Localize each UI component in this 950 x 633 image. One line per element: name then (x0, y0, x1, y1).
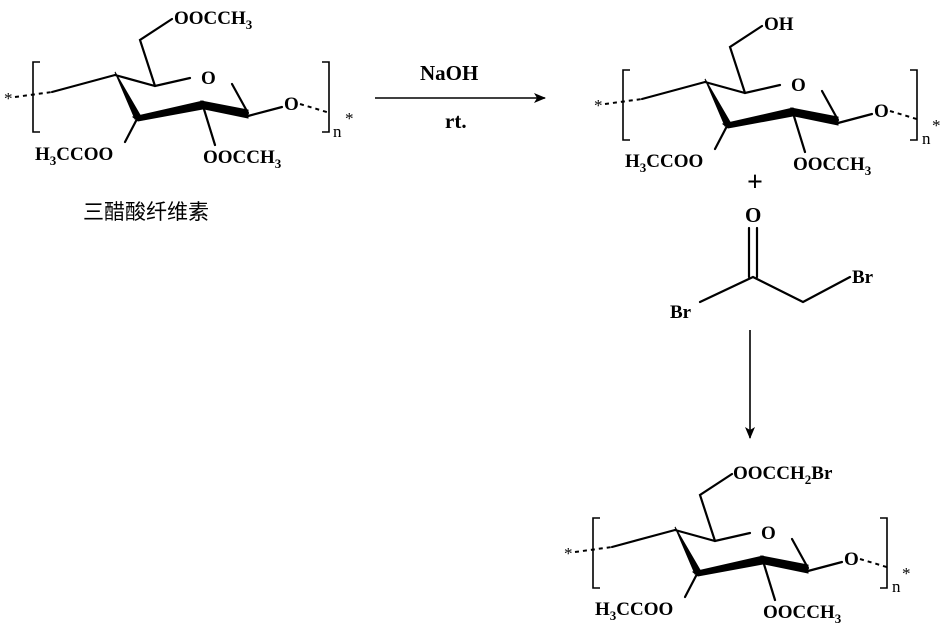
ring-wedge-c3c2 (693, 556, 763, 576)
c6-bond (700, 474, 732, 541)
chain-bond-left (642, 82, 705, 99)
reactant-molecule: OOCCH3 O O H3CCOO OOCCH3 n * * (4, 8, 354, 171)
chain-bond-left (52, 75, 115, 92)
c2-substituent-bond (763, 561, 775, 600)
alkyl-bromine: Br (852, 267, 874, 288)
product-ring-oxygen: O (761, 523, 776, 544)
reactant-link-oxygen: O (284, 94, 299, 115)
intermediate-repeat-n: n (922, 129, 931, 148)
product-star-left: * (564, 544, 573, 563)
c2-substituent-bond (203, 106, 215, 145)
intermediate-ring-oxygen: O (791, 75, 806, 96)
c6-bond (140, 19, 172, 86)
intermediate-link-oxygen: O (874, 101, 889, 122)
reactant-name: 三醋酸纤维素 (83, 200, 209, 224)
product-top-group: OOCCH2Br (733, 463, 833, 487)
reactant-right-group: OOCCH3 (203, 147, 282, 171)
ring-wedge-c3c2 (133, 101, 203, 121)
right-bracket (322, 62, 329, 132)
reactant-ring-oxygen: O (201, 68, 216, 89)
carbonyl-oxygen: O (745, 203, 761, 227)
reactant-star-right: * (345, 109, 354, 128)
left-bracket (593, 518, 600, 588)
chain-dash-right (890, 111, 920, 120)
intermediate-star-right: * (932, 116, 941, 135)
reagent-bottom: rt. (445, 109, 467, 133)
c6-bond (730, 26, 762, 93)
product-star-right: * (902, 564, 911, 583)
product-link-oxygen: O (844, 549, 859, 570)
reagent-top: NaOH (420, 61, 478, 85)
c2-substituent-bond (793, 113, 805, 152)
right-bracket (910, 70, 917, 140)
left-bracket (33, 62, 40, 132)
chain-bond-left (612, 530, 675, 547)
reactant-repeat-n: n (333, 122, 342, 141)
product-molecule: OOCCH2Br O O H3CCOO OOCCH3 n * * (564, 463, 911, 626)
reactant-top-group: OOCCH3 (174, 8, 253, 32)
c1-o-bond (838, 114, 872, 123)
c3-substituent-bond (715, 126, 727, 149)
intermediate-molecule: OH O O H3CCOO OOCCH3 n * * (594, 14, 941, 178)
acyl-bromine: Br (670, 302, 692, 323)
left-bracket (623, 70, 630, 140)
intermediate-star-left: * (594, 96, 603, 115)
intermediate-left-group: H3CCOO (625, 151, 703, 175)
product-repeat-n: n (892, 577, 901, 596)
product-right-group: OOCCH3 (763, 602, 842, 626)
intermediate-top-group: OH (764, 14, 794, 35)
intermediate-right-group: OOCCH3 (793, 154, 872, 178)
ring-wedge-c2c1 (201, 101, 248, 118)
ring-wedge-c2c1 (791, 108, 838, 125)
c1-o-bond (248, 107, 282, 116)
c3-substituent-bond (125, 119, 137, 142)
product-left-group: H3CCOO (595, 599, 673, 623)
carbon-chain (700, 277, 850, 302)
c3-substituent-bond (685, 574, 697, 597)
plus-sign: + (747, 167, 763, 198)
reactant-star-left: * (4, 89, 13, 108)
reaction-arrow: NaOH rt. (375, 61, 545, 133)
c1-o-bond (808, 562, 842, 571)
reactant-left-group: H3CCOO (35, 144, 113, 168)
ring-wedge-c3c2 (723, 108, 793, 128)
right-bracket (880, 518, 887, 588)
bromoacetyl-bromide: O Br Br (670, 203, 874, 323)
ring-wedge-c2c1 (761, 556, 808, 573)
chain-dash-right (860, 559, 890, 568)
chain-dash-right (300, 104, 330, 113)
